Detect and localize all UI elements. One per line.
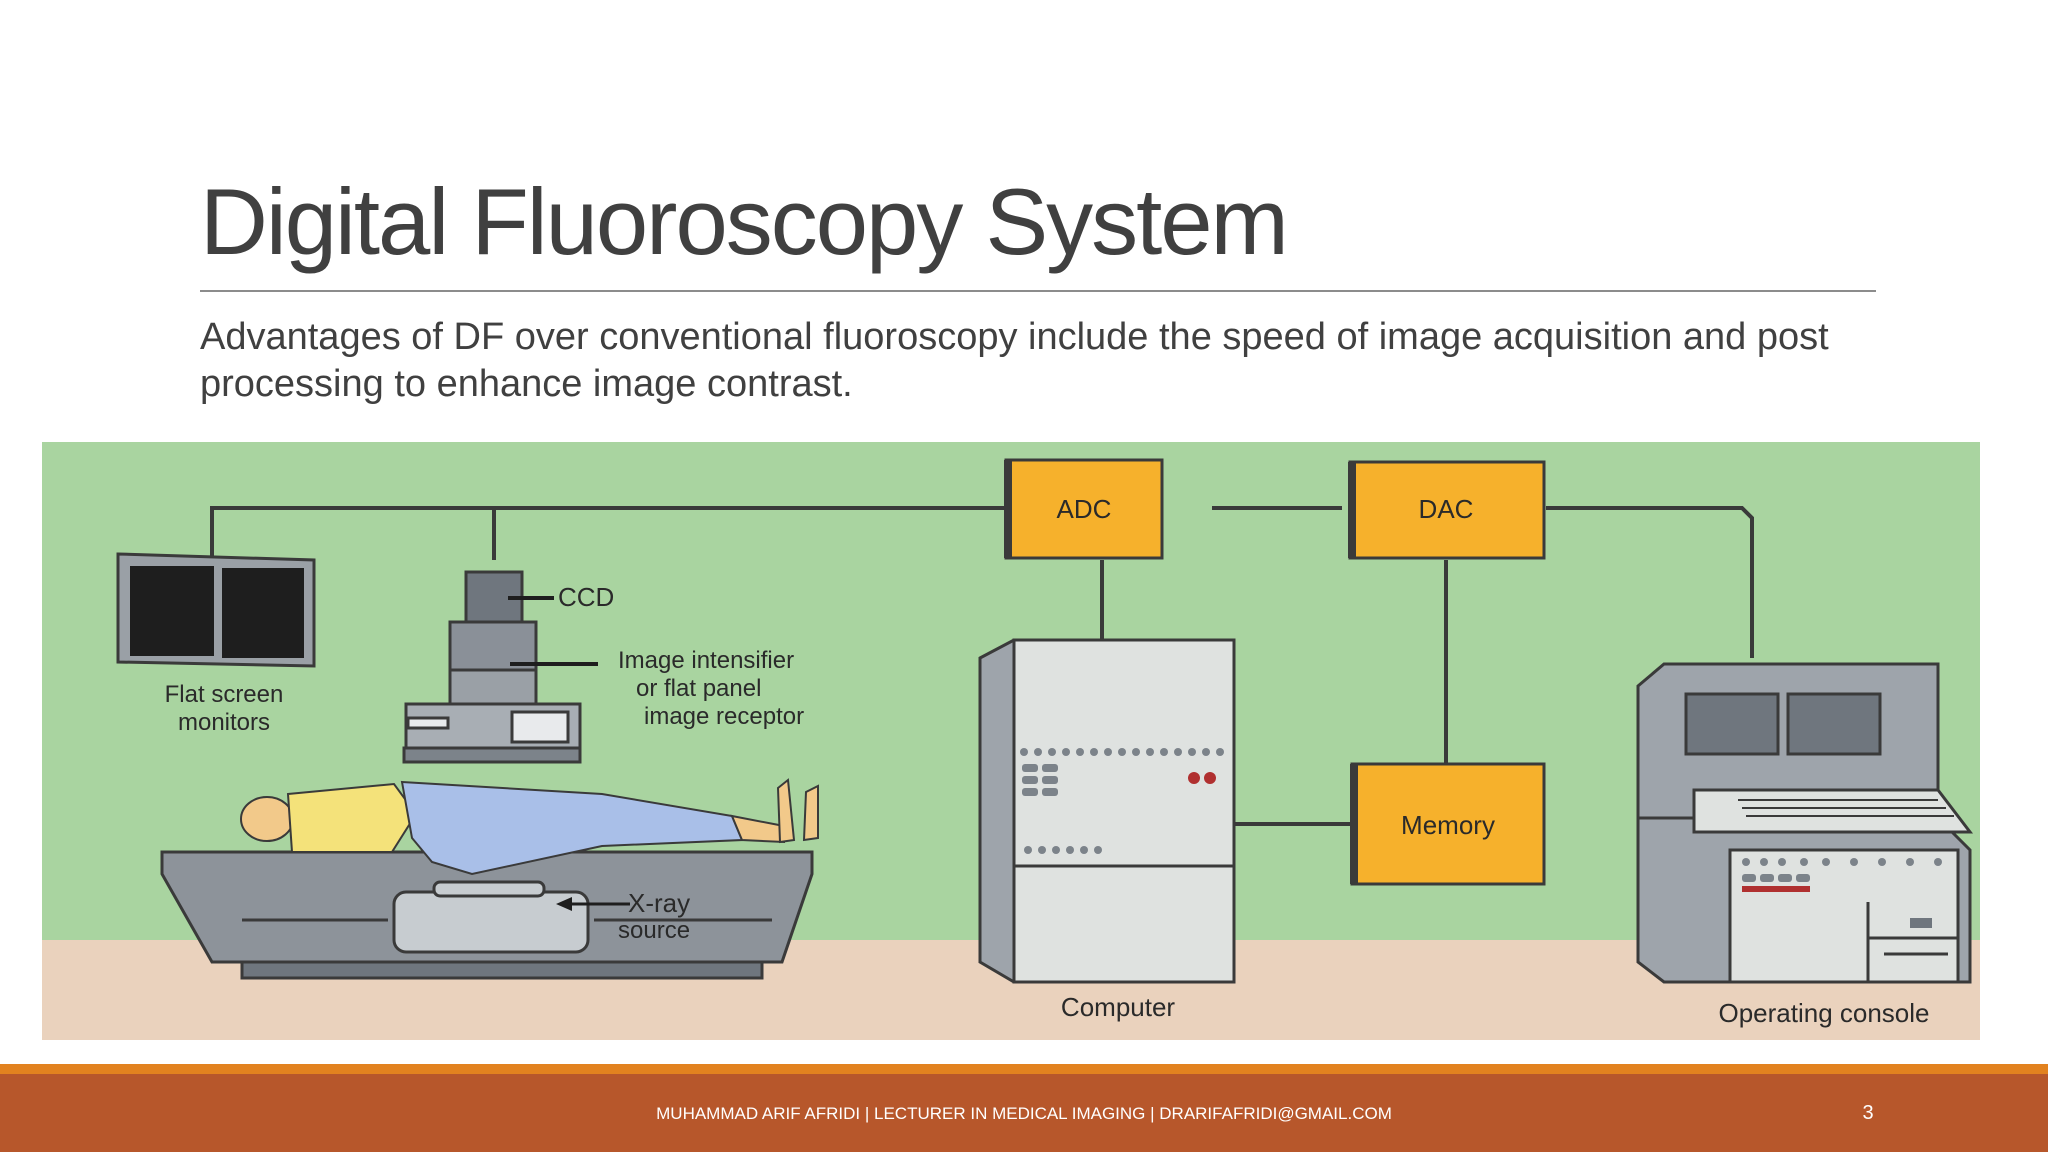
footer-accent-band — [0, 1064, 2048, 1074]
dac-box — [1348, 460, 1546, 560]
slide-body-text: Advantages of DF over conventional fluor… — [200, 316, 1829, 405]
computer-cabinet — [978, 638, 1236, 984]
intensifier-label-line3: image receptor — [644, 703, 804, 730]
ccd-label: CCD — [558, 582, 614, 612]
computer-controls — [1020, 748, 1224, 854]
page-number: 3 — [1862, 1102, 1874, 1124]
footer-bar — [0, 1074, 2048, 1152]
console-drawer-handle — [1910, 918, 1932, 928]
console-label: Operating console — [1718, 998, 1929, 1028]
adc-label: ADC — [1057, 494, 1112, 524]
title-divider — [200, 290, 1876, 292]
monitors-label-line2: monitors — [178, 709, 270, 736]
memory-label: Memory — [1401, 810, 1495, 840]
slide-title: Digital Fluoroscopy System — [200, 169, 1289, 274]
computer-label: Computer — [1061, 992, 1175, 1022]
patient-table — [160, 850, 814, 980]
computer-indicator — [1204, 772, 1216, 784]
console-indicator — [1742, 886, 1810, 892]
console-controls — [1742, 858, 1942, 882]
fluoroscopy-diagram: Flat screen monitors CCD Image intensifi… — [42, 442, 1980, 1040]
cables — [210, 506, 1754, 826]
xray-label-line2: source — [618, 917, 690, 944]
xray-label-line1: X-ray — [628, 888, 690, 918]
patient — [240, 778, 819, 876]
computer-indicator — [1188, 772, 1200, 784]
dac-label: DAC — [1419, 494, 1474, 524]
operating-console — [1636, 662, 1974, 984]
monitors-label-line1: Flat screen — [165, 681, 284, 708]
memory-box — [1350, 762, 1546, 886]
footer-text: MUHAMMAD ARIF AFRIDI | LECTURER IN MEDIC… — [656, 1104, 1392, 1123]
intensifier-label-line2: or flat panel — [636, 675, 761, 702]
intensifier-label-line1: Image intensifier — [618, 647, 794, 674]
flat-screen-monitors — [116, 552, 316, 668]
console-keys — [1738, 799, 1954, 817]
adc-box — [1004, 458, 1164, 560]
